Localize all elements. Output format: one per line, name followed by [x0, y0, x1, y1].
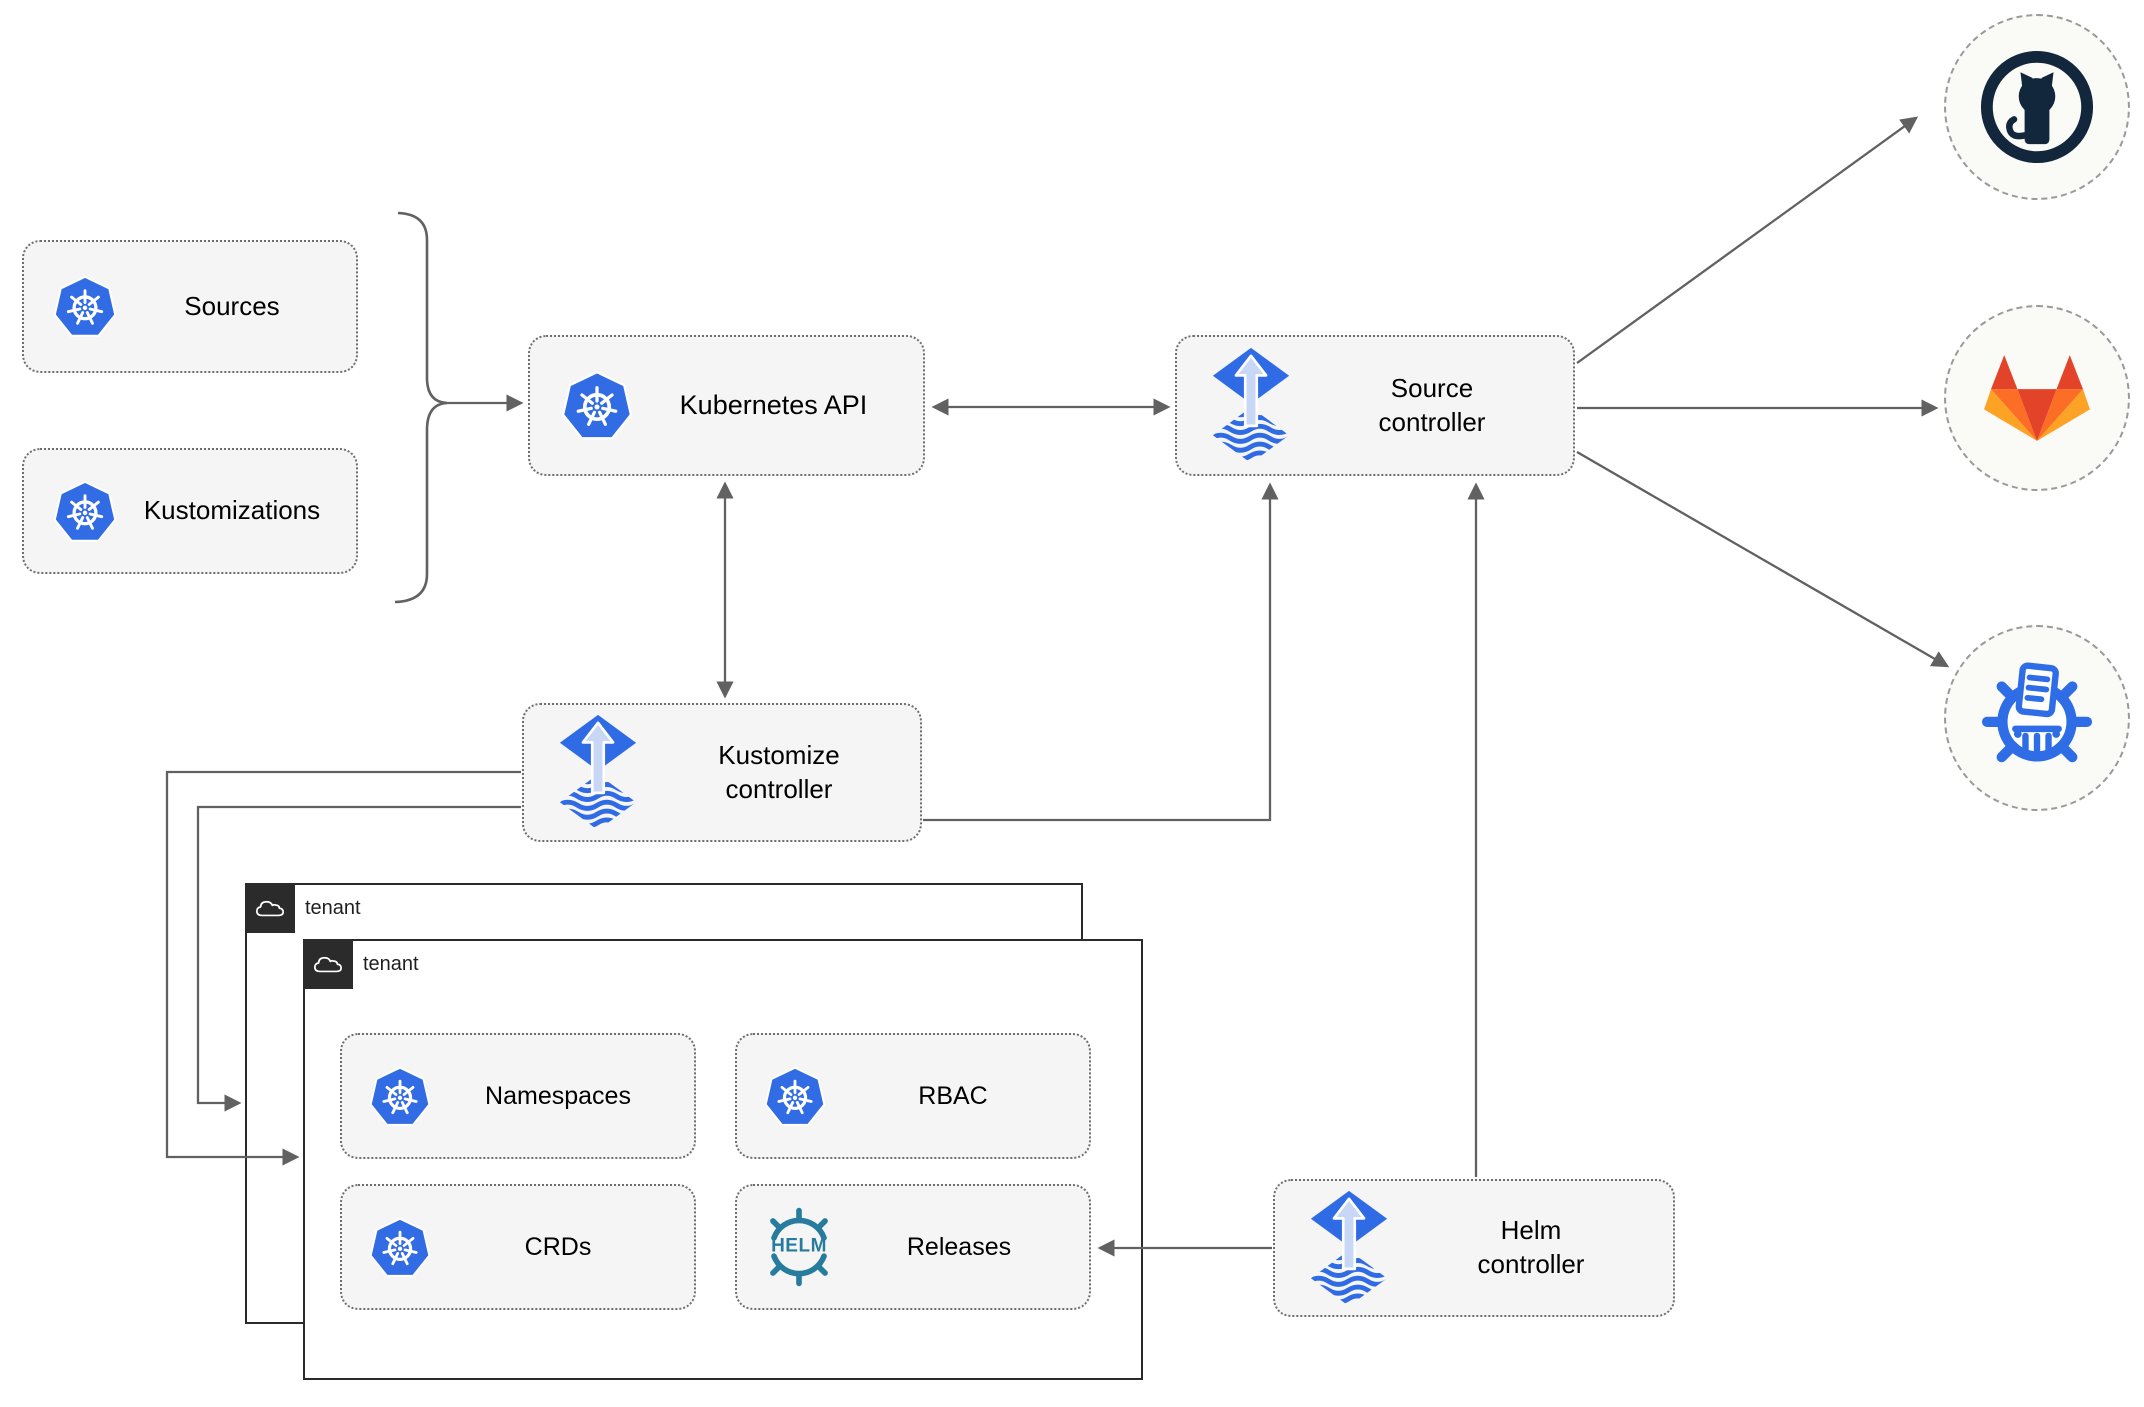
helm-wordmark: HELM	[771, 1235, 827, 1257]
github-endpoint	[1944, 14, 2130, 200]
tenant-outer-tag	[245, 883, 295, 933]
edge-kustomize-source	[923, 482, 1279, 822]
kubernetes-icon	[52, 477, 118, 546]
flux-icon	[558, 714, 638, 831]
kubernetes-api-node: Kubernetes API	[528, 335, 925, 476]
rbac-label: RBAC	[918, 1081, 988, 1110]
tenant-outer-label: tenant	[305, 896, 361, 919]
kubernetes-icon	[368, 1063, 432, 1130]
kubernetes-icon	[52, 272, 118, 341]
releases-node: HELM Releases	[735, 1184, 1091, 1310]
kubernetes-icon	[368, 1214, 432, 1281]
github-icon	[1978, 48, 2096, 166]
cloud-icon	[254, 892, 286, 924]
edge-source-github	[1576, 116, 1919, 364]
helm-controller-label: Helm controller	[1477, 1215, 1585, 1279]
sources-node: Sources	[22, 240, 358, 373]
kustomizations-node: Kustomizations	[22, 448, 358, 574]
flux-icon	[1211, 347, 1291, 464]
gitlab-icon	[1974, 335, 2100, 461]
edge-bracket-sources	[394, 211, 448, 604]
rbac-node: RBAC	[735, 1033, 1091, 1159]
sources-label: Sources	[184, 290, 280, 321]
kustomize-controller-label: Kustomize controller	[718, 739, 840, 804]
kubernetes-api-label: Kubernetes API	[679, 389, 868, 420]
tenant-inner-box: tenant	[303, 939, 1143, 1380]
source-controller-node: Source controller	[1175, 335, 1575, 476]
kustomizations-label: Kustomizations	[143, 495, 321, 526]
cloud-icon	[312, 948, 344, 980]
helm-controller-node: Helm controller	[1273, 1179, 1675, 1317]
kubernetes-icon	[560, 367, 634, 444]
gitlab-endpoint	[1944, 305, 2130, 491]
tenant-inner-label: tenant	[363, 952, 419, 975]
kubernetes-icon	[763, 1063, 827, 1130]
helm-logo-icon: HELM	[759, 1207, 839, 1287]
crds-node: CRDs	[340, 1184, 696, 1310]
chart-repository-endpoint	[1944, 625, 2130, 811]
crds-label: CRDs	[524, 1232, 592, 1261]
kustomize-controller-node: Kustomize controller	[522, 703, 922, 842]
tenant-inner-tag	[303, 939, 353, 989]
flux-icon	[1309, 1190, 1389, 1307]
namespaces-label: Namespaces	[485, 1081, 631, 1110]
source-controller-label: Source controller	[1378, 372, 1486, 437]
edge-source-chart-repository	[1576, 451, 1950, 668]
namespaces-node: Namespaces	[340, 1033, 696, 1159]
chart-repository-icon	[1973, 654, 2101, 782]
releases-label: Releases	[906, 1232, 1012, 1261]
